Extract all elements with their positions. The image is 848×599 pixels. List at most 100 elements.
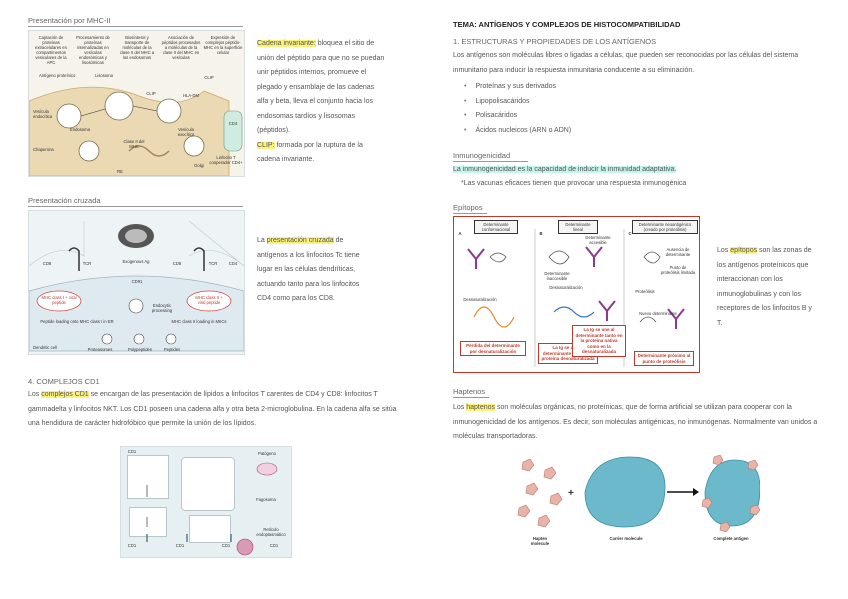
epi-label-denat-b: Desnaturalización <box>549 285 583 290</box>
epi-label-proteolysis-point: Punto de proteólisis limitada <box>660 265 696 275</box>
carrier-label: Carrier molecule <box>609 536 643 541</box>
mhc2-label-clip: CLIP <box>146 91 156 96</box>
epi-text-body: son las zonas de los antígenos proteínic… <box>717 247 812 327</box>
cd1-label-er: Retículo endoplasmático <box>256 527 286 537</box>
cross-label-proteasomes: Proteasomes <box>87 347 113 352</box>
cross-label-loading-mhc1: Peptide loading onto MHC class I in ER <box>40 319 114 324</box>
epi-result-both: La Ig se une al determinante tanto en la… <box>572 325 626 357</box>
mhc2-header-3: Biosíntesis y transporte de moléculas de… <box>119 35 155 60</box>
cross-presentation-drawing <box>29 220 244 352</box>
cross-label-cd91: CD91 <box>131 279 143 284</box>
list-item: Lipopolisacáridos <box>453 95 653 110</box>
hapten-label: Hapten molecule <box>530 536 550 546</box>
cd1-label-pathogen: Patógeno <box>258 451 276 456</box>
cd1-label-3: CD1 <box>175 543 185 548</box>
epi-panel-a: A <box>458 231 462 236</box>
cross-label-mhc2: MHC class II + viral peptide <box>195 295 223 305</box>
cross-label-tcr-left: TCR <box>82 261 92 266</box>
mhc2-label-exocytic: Vesícula exocítica <box>177 127 195 137</box>
epi-label-inaccessible: Determinante inaccesible <box>544 271 570 281</box>
list-item: Polisacáridos <box>453 109 653 124</box>
epi-label-absence: Ausencia de determinante <box>665 247 691 257</box>
epi-result-proteolysis: Determinante próximo al punto de proteól… <box>634 351 694 366</box>
mhc2-label-th-cell: Linfocito T cooperador CD4+ <box>209 155 243 165</box>
cross-label-tcr-right: TCR <box>208 261 218 266</box>
cross-description: La presentación cruzada de antígenos a l… <box>257 234 372 307</box>
epitopes-term: epítopos <box>730 247 758 254</box>
list-item: Ácidos nucleicos (ARN o ADN) <box>453 124 653 139</box>
haptens-figure: + Hapten molecule Carrier molecule Compl… <box>515 452 760 552</box>
cd1-label-4: CD1 <box>221 543 231 548</box>
cd1-drawing <box>146 462 278 556</box>
immunogenicity-title: Inmunogenicidad <box>453 151 528 162</box>
plus-sign: + <box>568 488 574 499</box>
epi-header-conformational: Determinante conformacional <box>474 220 518 234</box>
cross-label-mhc1: MHC class I + viral peptide <box>41 295 77 305</box>
cd1-label-5: CD1 <box>269 543 279 548</box>
main-title: TEMA: ANTÍGENOS Y COMPLEJOS DE HISTOCOMP… <box>453 20 681 29</box>
epi-text-lead: Los <box>717 247 731 254</box>
mhc2-label-class2: Clase II del MHC <box>123 139 145 149</box>
epi-label-denat-a: Desnaturalización <box>463 297 497 302</box>
immunogenicity-note: *Las vacunas eficaces tienen que provoca… <box>461 180 687 187</box>
antigen-type-list: Proteínas y sus derivados Lipopolisacári… <box>453 80 653 138</box>
structures-description: Los antígenos son moléculas libres o lig… <box>453 52 799 74</box>
mhc2-header-2: Procesamiento de proteínas internalizada… <box>76 35 110 65</box>
cross-presentation-term: presentación cruzada <box>266 237 334 244</box>
hap-text-body: son moléculas orgánicas, no proteínicas,… <box>453 404 818 440</box>
mhc2-figure: Captación de proteínas extracelulares en… <box>28 30 245 177</box>
epitopes-drawing <box>467 229 685 367</box>
cd1-term: complejos CD1 <box>41 391 89 398</box>
cd1-label-phagosome: Fagosoma <box>256 497 276 502</box>
cross-label-cd4: CD4 <box>228 261 238 266</box>
cross-label-exogenous: Exogenous Ag <box>122 259 150 264</box>
mhc2-label-endocytic: Vesícula endocítica <box>33 109 53 119</box>
haptens-drawing: + <box>517 454 760 533</box>
cross-presentation-figure: CD8 TCR Exogenous Ag CD8 TCR CD4 MHC cla… <box>28 210 245 355</box>
epi-label-new-determinant: Nuevo determinante <box>639 311 677 316</box>
invariant-chain-desc: bloquea el sitio de unión del péptido pa… <box>257 40 385 134</box>
epi-label-accessible: Determinante accesible <box>585 235 611 245</box>
mhc2-label-clip-2: CLIP <box>204 75 214 80</box>
epitopes-figure: A B C Determinante conformacional Determ… <box>453 216 700 373</box>
cross-label-dendritic: Dendritic cell <box>33 345 57 350</box>
immunogenicity-definition: La inmunogenicidad es la capacidad de in… <box>453 163 677 178</box>
immunogenicity-highlight: La inmunogenicidad es la capacidad de in… <box>453 166 677 173</box>
cd1-figure: CD1 Patógeno Fagosoma Retículo endoplasm… <box>120 446 292 558</box>
cd1-section-title: 4. COMPLEJOS CD1 <box>28 377 100 386</box>
epi-result-loss: Pérdida del determinante por desnaturali… <box>460 341 526 356</box>
mhc2-description: Cadena invariante: bloquea el sitio de u… <box>257 37 387 168</box>
haptens-description: Los haptenos son moléculas orgánicas, no… <box>453 401 828 445</box>
cd1-label-1: CD1 <box>127 449 137 454</box>
cross-label-loading-mhc2: MHC class II loading in MIICs <box>171 319 227 324</box>
cross-label-cd8-right: CD8 <box>172 261 182 266</box>
clip-term: CLIP: <box>257 141 275 149</box>
mhc2-label-hladm: HLA-DM <box>182 93 200 98</box>
epi-panel-c: C <box>628 231 632 236</box>
mhc2-label-lysosome: Lisosoma <box>95 73 113 78</box>
haptens-term: haptenos <box>466 404 496 411</box>
cd1-label-2: CD1 <box>127 543 137 548</box>
complete-antigen-label: Complete antigen <box>713 536 749 541</box>
cd1-text-lead: Los <box>28 391 42 398</box>
cd1-text-body: se encargan de las presentación de lípid… <box>28 391 397 427</box>
epi-label-proteolysis: Proteólisis <box>635 289 655 294</box>
epitopes-description: Los epítopos son las zonas de los antíge… <box>717 244 817 331</box>
mhc2-label-endosome: Endosoma <box>69 127 91 132</box>
epi-header-neoantigenic: Determinante neoantigénico (creado por p… <box>632 220 698 234</box>
hap-text-lead: Los <box>453 404 467 411</box>
mhc2-label-antigen: Antígeno proteínico <box>39 73 76 78</box>
cross-label-endocytic: Endocytic processing <box>151 303 173 313</box>
invariant-chain-term: Cadena invariante: <box>257 40 316 47</box>
mhc2-header-4: Asociación de péptidos procesados a molé… <box>161 35 201 60</box>
cross-section-title: Presentación cruzada <box>28 196 243 207</box>
list-item: Proteínas y sus derivados <box>453 80 653 95</box>
epi-panel-b: B <box>539 231 543 236</box>
cd1-description: Los complejos CD1 se encargan de las pre… <box>28 388 403 432</box>
clip-desc: formada por la ruptura de la cadena inva… <box>257 141 363 164</box>
haptens-title: Haptenos <box>453 387 489 398</box>
mhc2-section-title: Presentación por MHC-II <box>28 16 243 27</box>
structures-section-title: 1. ESTRUCTURAS Y PROPIEDADES DE LOS ANTÍ… <box>453 37 657 46</box>
mhc2-label-chaperone: Chaperona <box>33 147 54 152</box>
cross-label-polypeptides: Polypeptides <box>128 347 152 352</box>
